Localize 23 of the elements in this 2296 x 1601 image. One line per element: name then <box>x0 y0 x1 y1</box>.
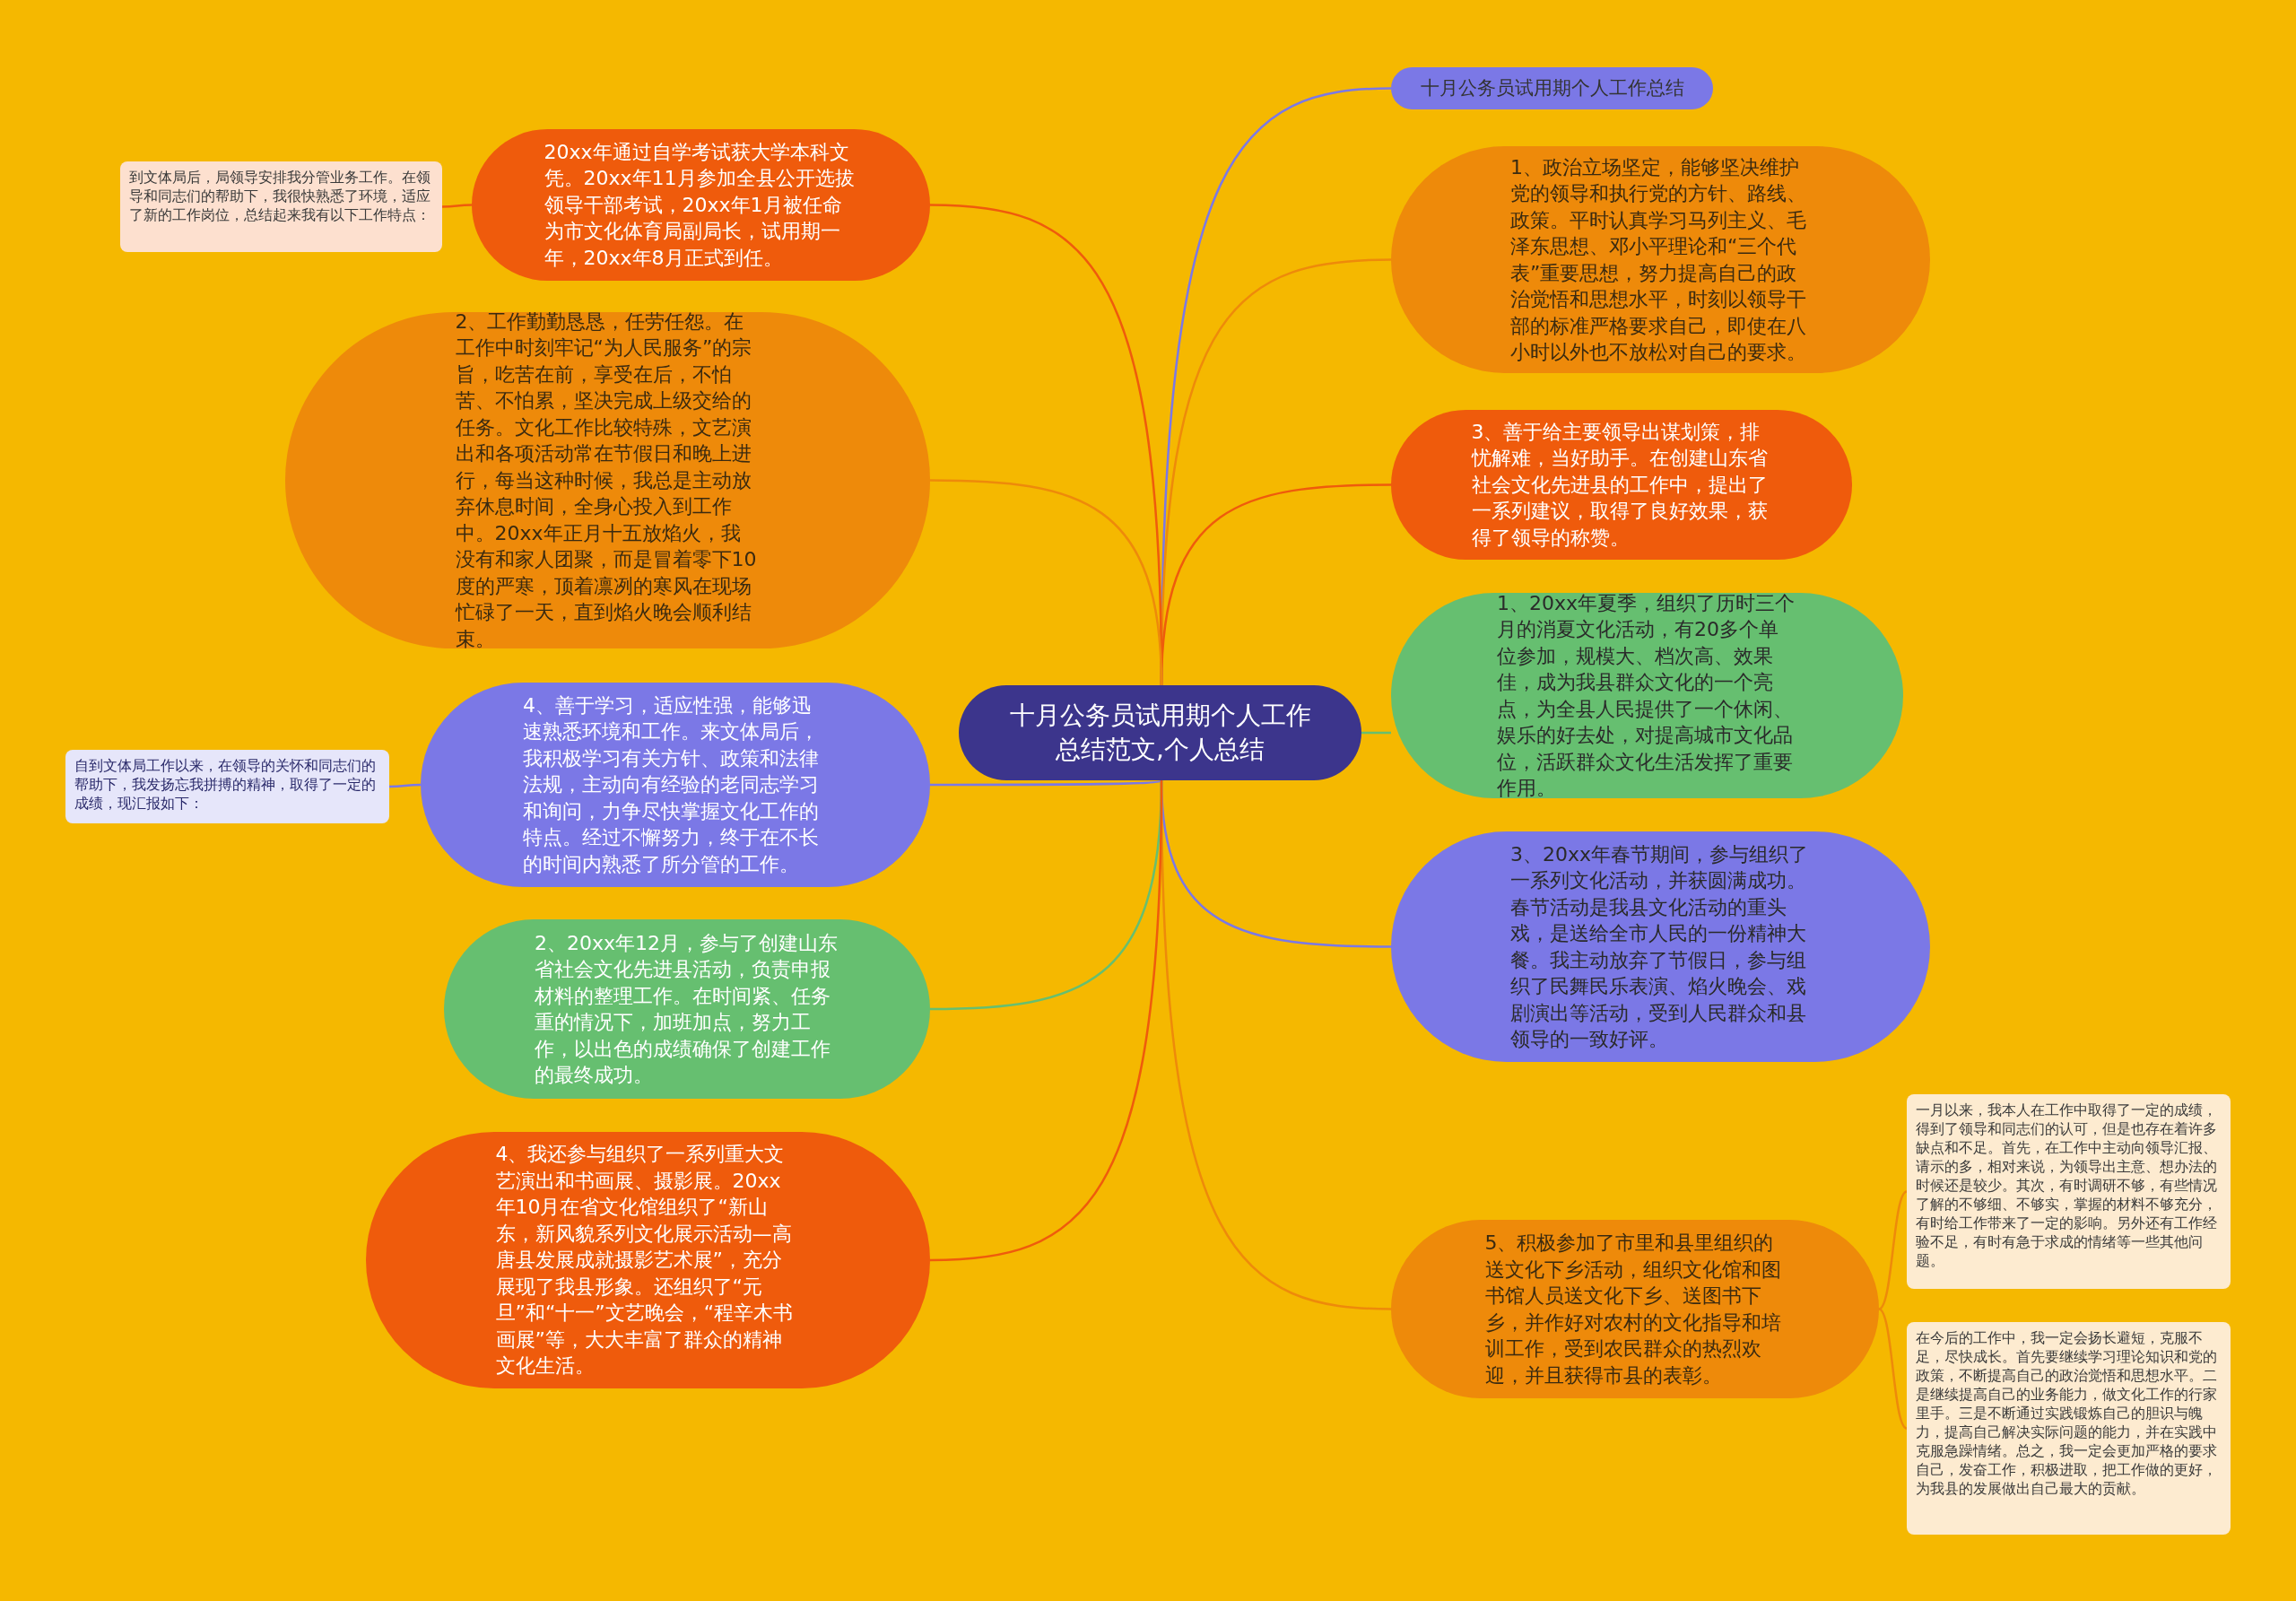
topic-bubble: 3、20xx年春节期间，参与组织了一系列文化活动，并获圆满成功。春节活动是我县文化活动的重头戏，是送给全市人民的一份精神大餐。我主动放弃了节假日，参与组织了民舞民乐表演、焰火晚会、戏剧演出等活动，受到人民群众和县领导的一致好评。 <box>1391 831 1930 1062</box>
note-card: 一月以来，我本人在工作中取得了一定的成绩，得到了领导和同志们的认可，但是也存在着许多缺点和不足。首先，在工作中主动向领导汇报、请示的多，相对来说，为领导出主意、想办法的时候还是较少。其次，有时调研不够，有些情况了解的不够细、不够实，掌握的材料不够充分，有时给工作带来了一定的影响。另外还有工作经验不足，有时有急于求成的情绪等一些其他问题。 <box>1907 1094 2231 1289</box>
note-card: 到文体局后，局领导安排我分管业务工作。在领导和同志们的帮助下，我很快熟悉了环境，适应了新的工作岗位，总结起来我有以下工作特点： <box>120 161 442 252</box>
connector-line <box>389 783 421 788</box>
connector-line <box>1878 1190 1908 1310</box>
topic-bubble: 2、20xx年12月，参与了创建山东省社会文化先进县活动，负责申报材料的整理工作。在时间紧、任务重的情况下，加班加点，努力工作，以出色的成绩确保了创建工作的最终成功。 <box>444 919 930 1099</box>
note-card: 在今后的工作中，我一定会扬长避短，克服不足，尽快成长。首先要继续学习理论知识和党的政策，不断提高自己的政治觉悟和思想水平。二是继续提高自己的业务能力，做文化工作的行家里手。三是不断通过实践锻炼自己的胆识与魄力，提高自己解决实际问题的能力，并在实践中克服急躁情绪。总之，我一定会更加严格的要求自己，发奋工作，积极进取，把工作做的更好，为我县的发展做出自己最大的贡献。 <box>1907 1322 2231 1535</box>
topic-bubble: 4、我还参与组织了一系列重大文艺演出和书画展、摄影展。20xx年10月在省文化馆组织了“新山东，新风貌系列文化展示活动—高唐县发展成就摄影艺术展”，充分展现了我县形象。还组织了“元旦”和“十一”文艺晚会，“程辛木书画展”等，大大丰富了群众的精神文化生活。 <box>366 1132 930 1388</box>
title-bubble: 十月公务员试用期个人工作总结 <box>1391 67 1713 109</box>
connector-line <box>1878 1308 1908 1430</box>
topic-bubble: 1、政治立场坚定，能够坚决维护党的领导和执行党的方针、路线、政策。平时认真学习马列主义、毛泽东思想、邓小平理论和“三个代表”重要思想，努力提高自己的政治觉悟和思想水平，时刻以领导干部的标准严格要求自己，即使在八小时以外也不放松对自己的要求。 <box>1391 146 1930 373</box>
topic-bubble: 1、20xx年夏季，组织了历时三个月的消夏文化活动，有20多个单位参加，规模大、档次高、效果佳，成为我县群众文化的一个亮点，为全县人民提供了一个休闲、娱乐的好去处，对提高城市文化品位，活跃群众文化生活发挥了重要作用。 <box>1391 593 1903 798</box>
connector-line <box>1361 731 1391 735</box>
topic-bubble: 4、善于学习，适应性强，能够迅速熟悉环境和工作。来文体局后，我积极学习有关方针、政策和法律法规，主动向有经验的老同志学习和询问，力争尽快掌握文化工作的特点。经过不懈努力，终于在不长的时间内熟悉了所分管的工作。 <box>421 683 930 887</box>
connector-line <box>930 779 1162 787</box>
topic-bubble: 20xx年通过自学考试获大学本科文凭。20xx年11月参加全县公开选拔领导干部考试，20xx年1月被任命为市文化体育局副局长，试用期一年，20xx年8月正式到任。 <box>472 129 930 281</box>
topic-bubble: 5、积极参加了市里和县里组织的送文化下乡活动，组织文化馆和图书馆人员送文化下乡、送图书下乡，并作好对农村的文化指导和培训工作，受到农民群众的热烈欢迎，并且获得市县的表彰。 <box>1391 1220 1879 1398</box>
note-card: 自到文体局工作以来，在领导的关怀和同志们的帮助下，我发扬忘我拼搏的精神，取得了一定的成绩，现汇报如下： <box>65 750 389 823</box>
topic-bubble: 2、工作勤勤恳恳，任劳任怨。在工作中时刻牢记“为人民服务”的宗旨，吃苦在前，享受在后，不怕苦、不怕累，坚决完成上级交给的任务。文化工作比较特殊，文艺演出和各项活动常在节假日和晚上进行，每当这种时候，我总是主动放弃休息时间，全身心投入到工作中。20xx年正月十五放焰火，我没有和家人团聚，而是冒着零下10度的严寒，顶着凛冽的寒风在现场忙碌了一天，直到焰火晚会顺利结束。 <box>285 312 930 648</box>
connector-line <box>930 479 1163 686</box>
connector-line <box>442 204 472 208</box>
topic-bubble: 3、善于给主要领导出谋划策，排忧解难，当好助手。在创建山东省社会文化先进县的工作中，提出了一系列建议，取得了良好效果，获得了领导的称赞。 <box>1391 410 1852 560</box>
central-topic: 十月公务员试用期个人工作总结范文,个人总结 <box>959 685 1361 780</box>
